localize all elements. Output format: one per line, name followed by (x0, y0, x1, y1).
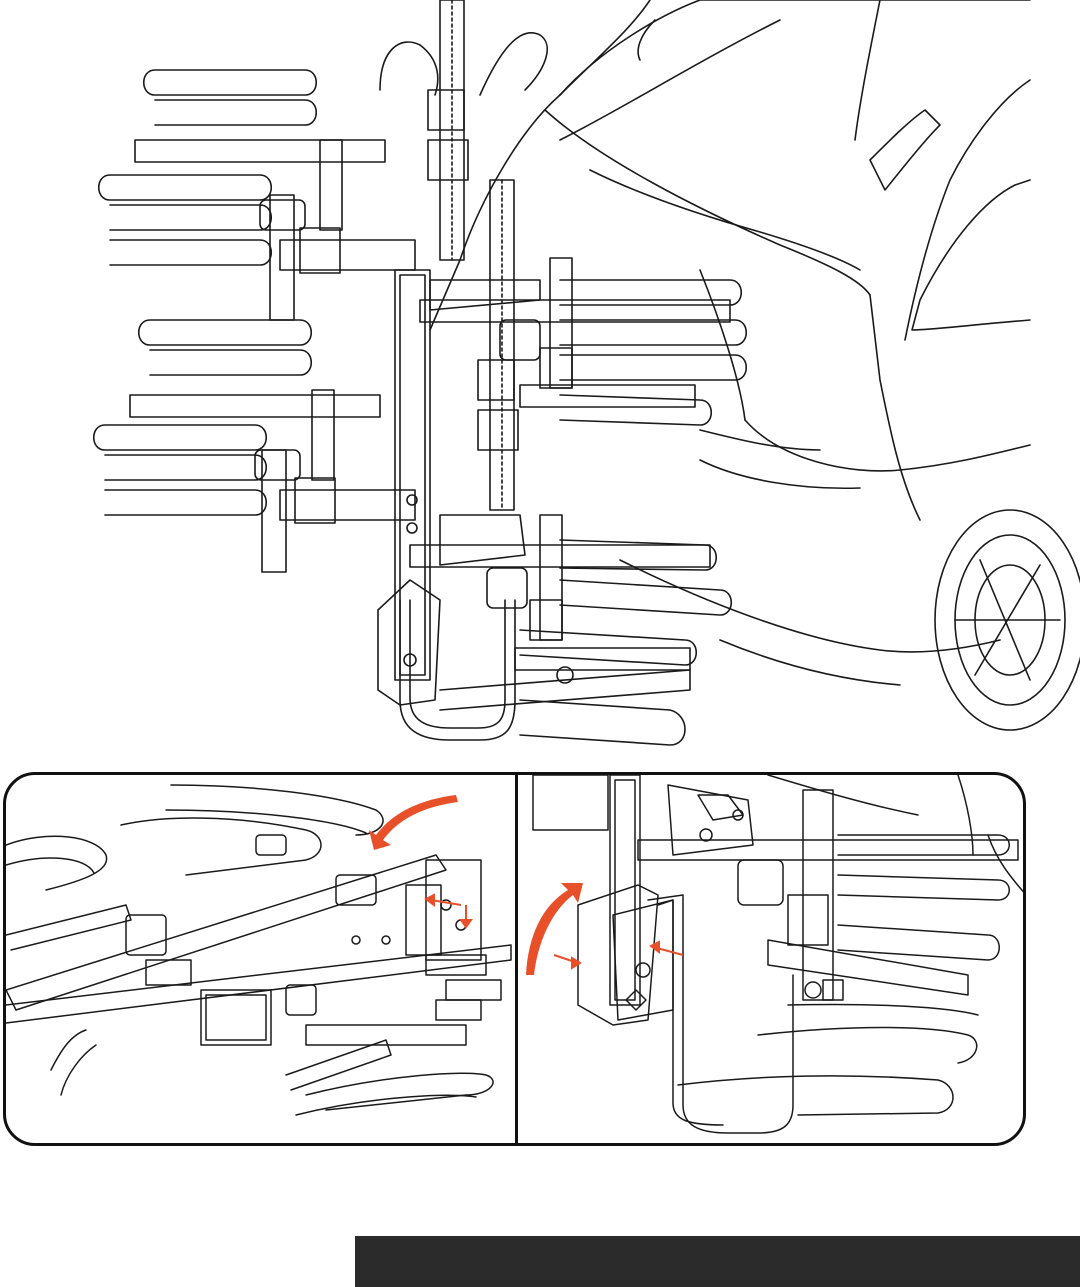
detail-inset-frame (3, 772, 1026, 1146)
fold-detail-panel (6, 775, 515, 1143)
vehicle-wheel (935, 510, 1080, 730)
lower-tray-right (410, 515, 731, 745)
mount-plate (426, 860, 481, 960)
upper-tray-right (420, 258, 746, 425)
pin-detail-drawing (518, 775, 1026, 1143)
hinge-bracket (201, 990, 271, 1045)
push-arrows (426, 895, 471, 927)
squeeze-arrows (554, 942, 683, 968)
rack-mast (378, 270, 440, 705)
folded-arm-upper (6, 855, 446, 1010)
main-illustration (0, 0, 1080, 770)
upper-hook-arm (380, 0, 547, 260)
rack-on-vehicle-drawing (0, 0, 1080, 770)
pin-detail-panel (518, 775, 1026, 1143)
upper-tray-left (99, 70, 415, 320)
lower-tray-left (94, 320, 415, 572)
lower-hook-arm (478, 180, 518, 510)
footer-bar (355, 1236, 1080, 1287)
fold-detail-drawing (6, 775, 515, 1143)
